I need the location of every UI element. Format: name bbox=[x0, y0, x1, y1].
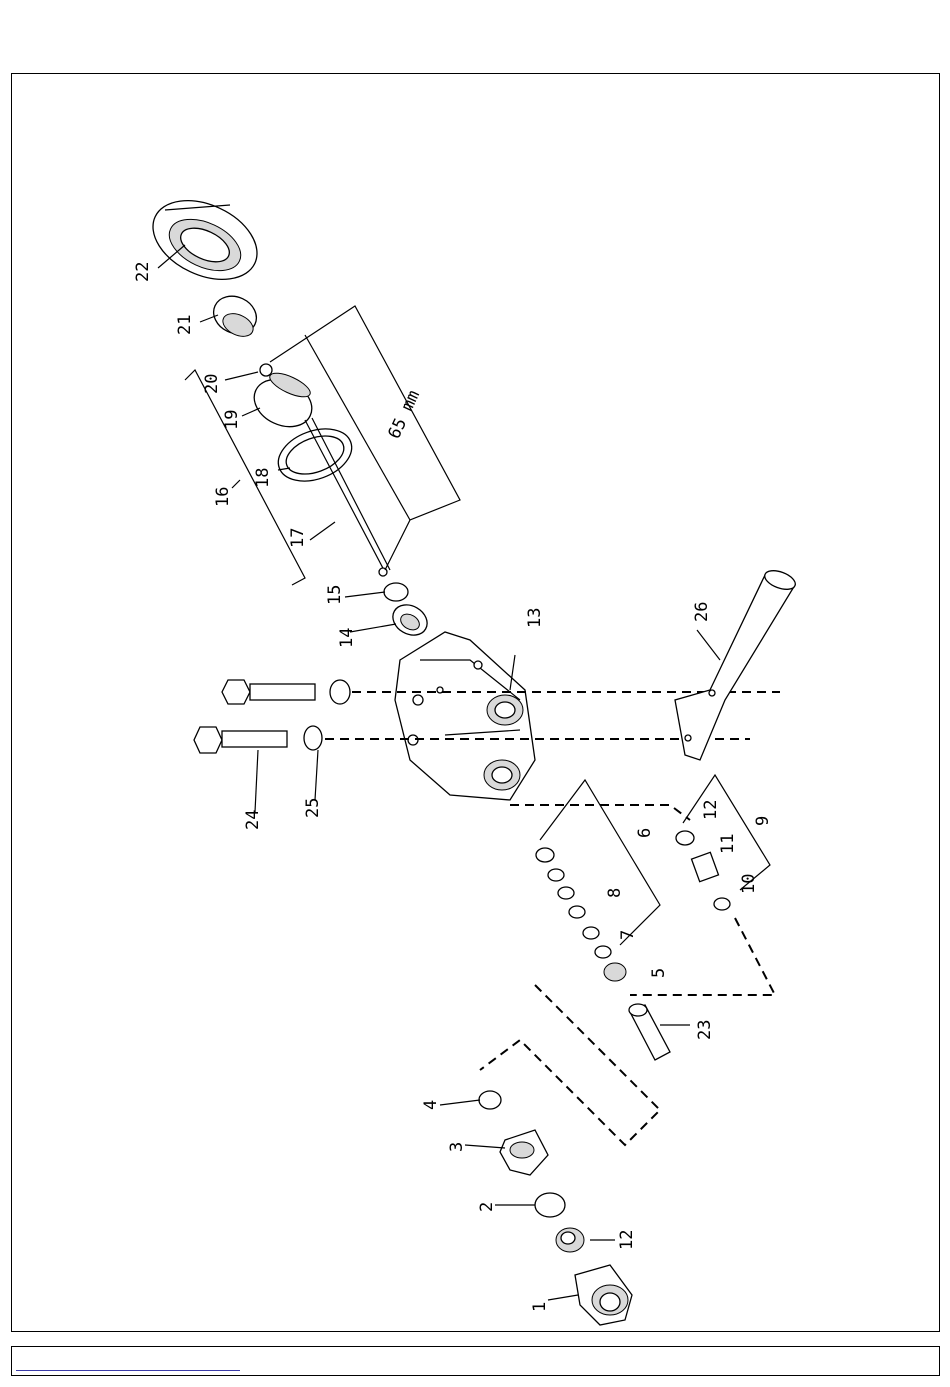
part-22-coupling-cap bbox=[140, 185, 269, 295]
part-14-bearing bbox=[387, 599, 432, 641]
label-11: 11 bbox=[718, 834, 738, 854]
part-26-lever bbox=[675, 567, 798, 760]
label-23: 23 bbox=[695, 1020, 715, 1040]
label-25: 25 bbox=[303, 798, 323, 818]
part-4-oring bbox=[479, 1091, 501, 1109]
part-1-outlet bbox=[575, 1265, 632, 1325]
label-17: 17 bbox=[288, 528, 308, 548]
part-15-washer bbox=[384, 583, 408, 601]
label-1: 1 bbox=[530, 1302, 550, 1312]
label-6: 6 bbox=[635, 828, 655, 838]
dimension-label: 65 mm bbox=[384, 387, 424, 442]
label-13: 13 bbox=[525, 608, 545, 628]
label-20: 20 bbox=[202, 374, 222, 394]
label-8: 8 bbox=[605, 888, 625, 898]
part-23-pin bbox=[629, 1004, 670, 1060]
label-14: 14 bbox=[337, 628, 357, 648]
part-24-bolt bbox=[194, 726, 322, 753]
label-18: 18 bbox=[253, 468, 273, 488]
label-12: 12 bbox=[701, 800, 721, 820]
label-5: 5 bbox=[649, 968, 669, 978]
label-15: 15 bbox=[325, 585, 345, 605]
label-21: 21 bbox=[175, 315, 195, 335]
label-3: 3 bbox=[447, 1142, 467, 1152]
label-2: 2 bbox=[477, 1202, 497, 1212]
part-21-nozzle bbox=[207, 289, 262, 340]
part-13-pump-body bbox=[395, 632, 535, 800]
bolt-upper bbox=[222, 680, 350, 704]
part-25-washer bbox=[304, 726, 322, 750]
part-112-valve bbox=[556, 1228, 584, 1252]
label-26: 26 bbox=[692, 602, 712, 622]
label-9: 9 bbox=[753, 816, 773, 826]
label-112: 12 bbox=[617, 1230, 637, 1250]
seal-stack bbox=[536, 848, 626, 981]
label-19: 19 bbox=[222, 410, 242, 430]
part-2-disc bbox=[535, 1193, 565, 1217]
label-24: 24 bbox=[243, 810, 263, 830]
part-20-nut bbox=[260, 364, 272, 376]
label-10: 10 bbox=[739, 874, 759, 894]
label-16: 16 bbox=[213, 487, 233, 507]
label-22: 22 bbox=[133, 262, 153, 282]
label-4: 4 bbox=[421, 1100, 441, 1110]
part-3-nut bbox=[500, 1130, 548, 1175]
part-18-sieve-ring bbox=[271, 419, 359, 490]
label-7: 7 bbox=[618, 930, 638, 940]
